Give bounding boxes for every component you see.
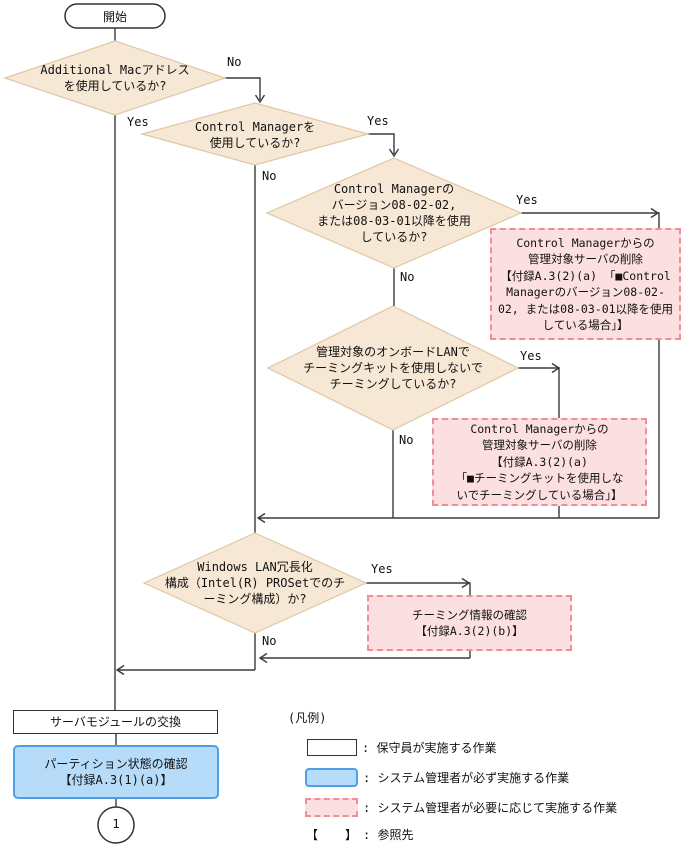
- legend-label-admin-optional: : システム管理者が必要に応じて実施する作業: [363, 801, 618, 815]
- label-no-3: No: [400, 270, 415, 284]
- label-yes-4: Yes: [520, 349, 542, 363]
- label-yes-5: Yes: [371, 562, 393, 576]
- label-no-2: No: [262, 169, 277, 183]
- decision-cm-version: Control Managerの バージョン08-02-02, または08-03…: [317, 182, 471, 244]
- arrowheads: [115, 94, 660, 676]
- legend-item-reference: 【 】 : 参照先: [306, 826, 413, 843]
- decision-cm-version-shape: [265, 157, 523, 269]
- decision-onboard-lan-shape: [266, 305, 520, 431]
- label-no-4: No: [399, 433, 414, 447]
- decision-additional-mac: Additional Macアドレス を使用しているか?: [40, 63, 190, 93]
- legend-item-maintenance: : 保守員が実施する作業: [307, 739, 496, 756]
- decision-windows-lan: Windows LAN冗長化 構成（Intel(R) PROSetでのチ ーミン…: [164, 560, 346, 606]
- legend-title: (凡例): [288, 711, 327, 725]
- legend-bracket: 【 】: [306, 828, 359, 842]
- legend-item-admin-required: : システム管理者が必ず実施する作業: [305, 768, 569, 787]
- task-cm-delete-teaming: Control Managerからの 管理対象サーバの削除 【付録A.3(2)(…: [432, 418, 647, 506]
- legend-label-admin-required: : システム管理者が必ず実施する作業: [363, 771, 570, 785]
- legend-label-maintenance: : 保守員が実施する作業: [362, 741, 497, 755]
- task-cm-delete-version: Control Managerからの 管理対象サーバの削除 【付録A.3(2)(…: [490, 228, 681, 340]
- start-label: 開始: [102, 10, 127, 24]
- legend-swatch-pink: [305, 798, 358, 817]
- label-yes-1: Yes: [127, 115, 149, 129]
- decision-diamonds: [3, 40, 523, 634]
- legend-swatch-blue: [305, 768, 358, 787]
- label-no-5: No: [262, 634, 277, 648]
- legend-item-admin-optional: : システム管理者が必要に応じて実施する作業: [305, 798, 617, 817]
- task-server-module-replace: サーバモジュールの交換: [13, 710, 218, 734]
- legend-swatch-white: [307, 739, 357, 756]
- decision-onboard-lan: 管理対象のオンボードLANで チーミングキットを使用しないで チーミングしている…: [303, 345, 483, 391]
- task-partition-check: パーティション状態の確認 【付録A.3(1)(a)】: [13, 745, 219, 799]
- connector-circle-shape: [97, 806, 135, 844]
- decision-additional-mac-shape: [3, 40, 227, 116]
- start-terminal-shape: [64, 3, 166, 29]
- task-teaming-info: チーミング情報の確認 【付録A.3(2)(b)】: [367, 595, 572, 651]
- label-no-1: No: [227, 55, 242, 69]
- legend-label-reference: : 参照先: [363, 828, 414, 842]
- decision-windows-lan-shape: [142, 532, 368, 634]
- label-yes-3: Yes: [516, 193, 538, 207]
- decision-control-manager: Control Managerを 使用しているか?: [194, 120, 316, 150]
- label-yes-2: Yes: [367, 114, 389, 128]
- decision-control-manager-shape: [139, 102, 371, 166]
- connector-circle-label: 1: [112, 817, 120, 831]
